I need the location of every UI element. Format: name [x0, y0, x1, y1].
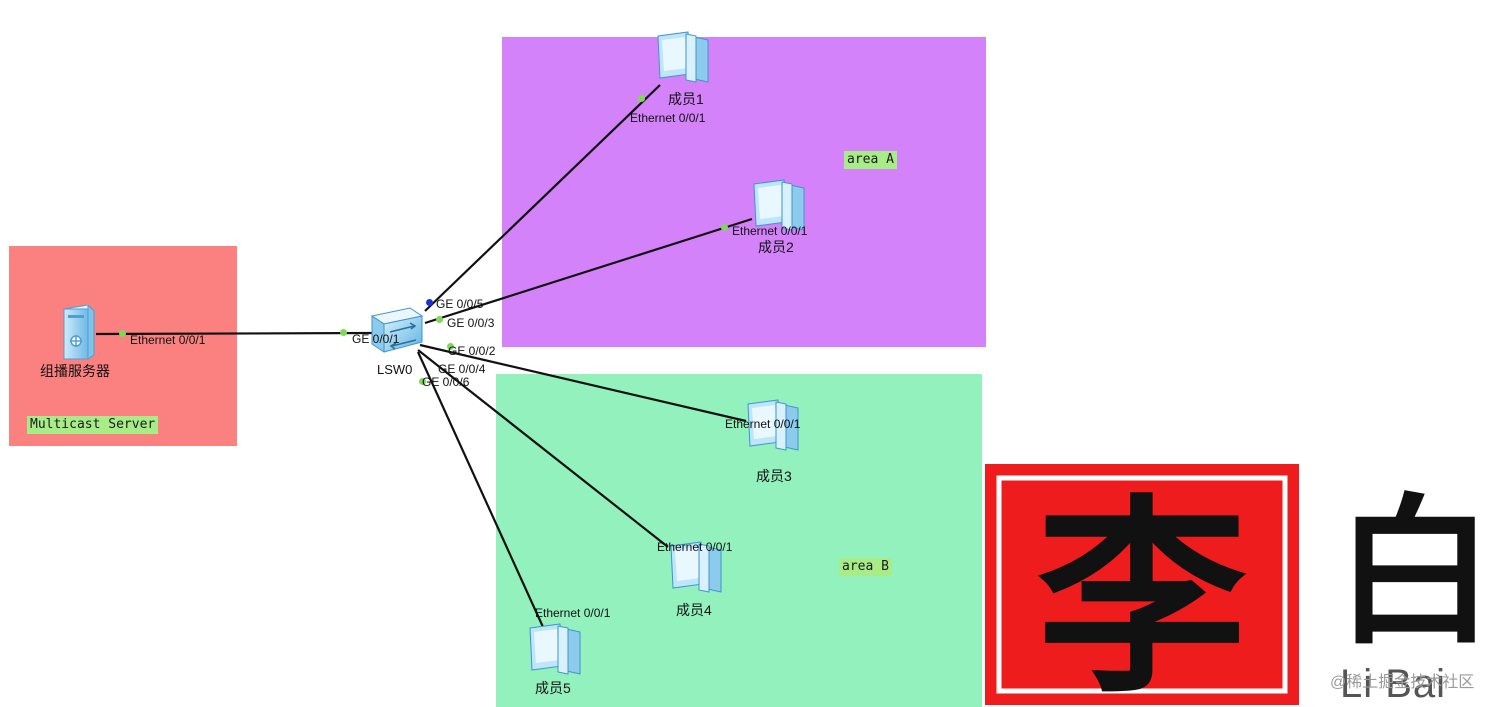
brand-side-char: 白 [1335, 488, 1495, 648]
member-5-name: 成员5 [535, 680, 571, 696]
port-dot [638, 95, 645, 102]
brand-latin: Li Bai [1340, 664, 1447, 706]
member-2-node[interactable] [746, 178, 808, 236]
member-3-port: Ethernet 0/0/1 [725, 417, 801, 431]
member-3-node[interactable] [740, 398, 802, 456]
area-b-tag: area B [839, 558, 892, 576]
member-1-node[interactable] [650, 30, 712, 88]
member-4-name: 成员4 [676, 602, 712, 618]
switch-port-1: GE 0/0/1 [352, 332, 400, 346]
watermark: @稀土掘金技术社区 [1330, 674, 1475, 691]
port-dot [447, 343, 454, 350]
switch-node[interactable] [370, 306, 424, 354]
area-a-zone [502, 37, 986, 347]
brand-seal-char: 李 [1037, 475, 1247, 707]
port-dot [436, 316, 443, 323]
member-1-name: 成员1 [668, 91, 704, 107]
server-zone [9, 246, 237, 446]
member-5-node[interactable] [522, 622, 584, 680]
link-switch-member3[interactable] [419, 343, 747, 423]
member-1-port: Ethernet 0/0/1 [630, 111, 706, 125]
port-dot [419, 378, 426, 385]
server-zone-tag: Multicast Server [27, 416, 159, 434]
switch-port-2: GE 0/0/2 [448, 344, 496, 358]
member-4-port: Ethernet 0/0/1 [657, 540, 733, 554]
brand-seal-logo: 李 [983, 462, 1301, 707]
member-2-port: Ethernet 0/0/1 [732, 224, 808, 238]
port-dot [721, 224, 728, 231]
member-5-port: Ethernet 0/0/1 [535, 606, 611, 620]
switch-port-6: GE 0/0/6 [422, 375, 470, 389]
link-switch-member4[interactable] [417, 349, 669, 548]
link-switch-member5[interactable] [416, 351, 545, 628]
switch-icon [370, 307, 424, 353]
port-dot-active [426, 299, 433, 306]
brand-side-logo: 白 [1318, 488, 1512, 648]
switch-port-3: GE 0/0/3 [447, 316, 495, 330]
pc-icon [657, 31, 709, 83]
link-switch-member1[interactable] [424, 84, 661, 312]
member-2-name: 成员2 [758, 239, 794, 255]
pc-icon [529, 623, 581, 675]
link-server-switch[interactable] [95, 331, 373, 336]
switch-port-5: GE 0/0/5 [436, 297, 484, 311]
server-icon [62, 305, 96, 360]
pc-icon [747, 399, 799, 451]
pc-icon [670, 541, 722, 593]
server-port-label: Ethernet 0/0/1 [130, 333, 206, 347]
area-a-tag: area A [844, 151, 897, 169]
server-node[interactable] [58, 305, 96, 361]
switch-port-4: GE 0/0/4 [438, 362, 486, 376]
server-name: 组播服务器 [40, 363, 110, 379]
link-switch-member2[interactable] [424, 217, 753, 325]
port-dot [340, 329, 347, 336]
member-4-node[interactable] [663, 540, 725, 598]
pc-icon [753, 179, 805, 231]
member-3-name: 成员3 [756, 468, 792, 484]
port-dot [119, 330, 126, 337]
switch-name: LSW0 [377, 362, 413, 377]
